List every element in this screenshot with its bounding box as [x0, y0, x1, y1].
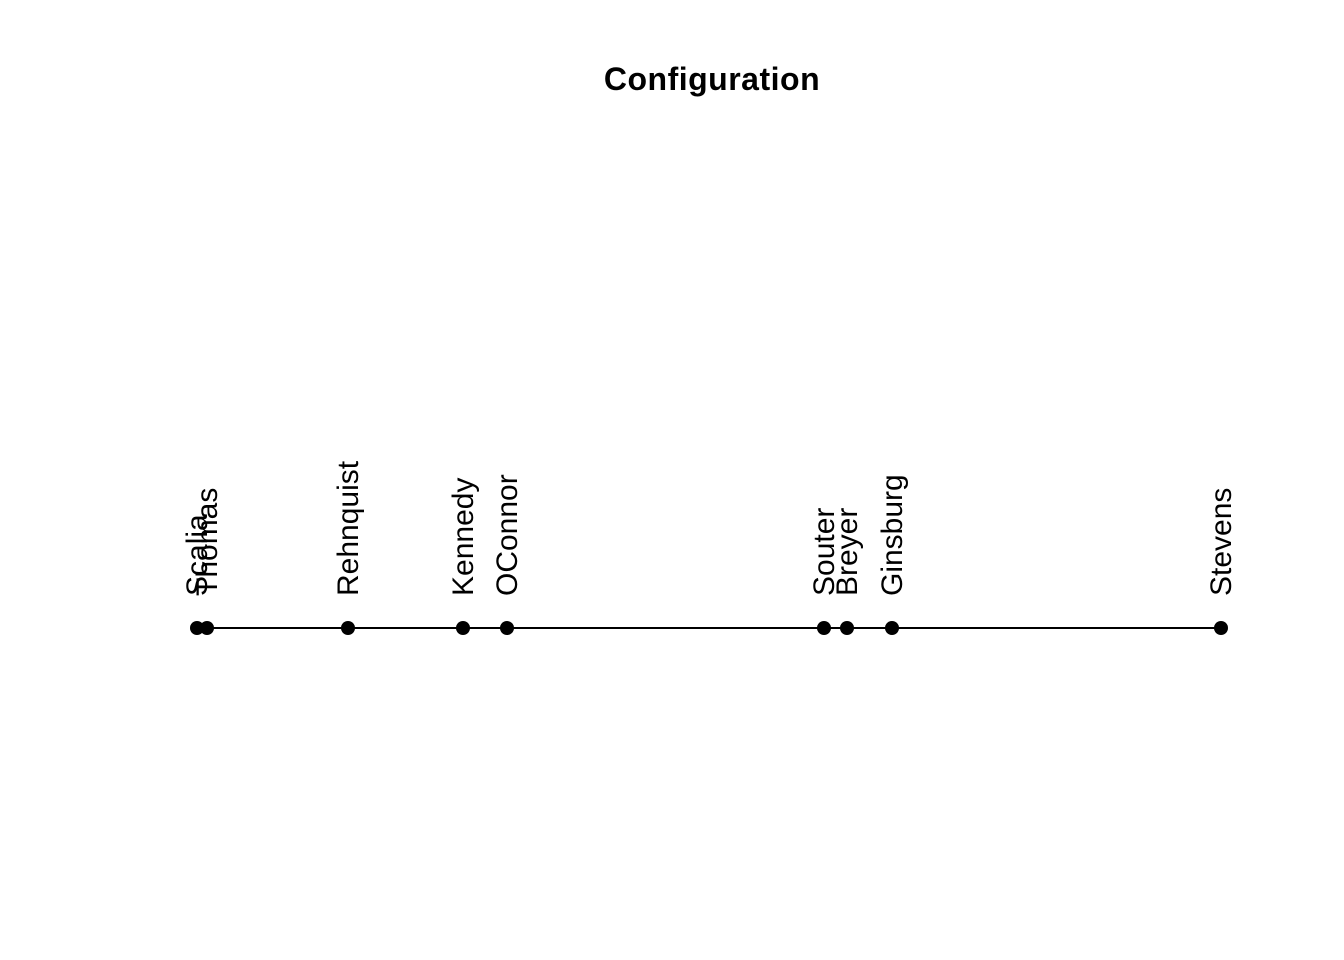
data-point-oconnor	[500, 621, 514, 635]
data-point-ginsburg	[885, 621, 899, 635]
data-point-thomas	[200, 621, 214, 635]
point-label-rehnquist: Rehnquist	[332, 460, 365, 596]
chart-title: Configuration	[603, 61, 821, 97]
point-label-stevens: Stevens	[1205, 487, 1238, 596]
point-label-oconnor: OConnor	[491, 474, 524, 596]
point-label-ginsburg: Ginsburg	[876, 474, 909, 596]
data-point-kennedy	[456, 621, 470, 635]
point-label-breyer: Breyer	[831, 507, 864, 596]
point-label-thomas: Thomas	[191, 487, 224, 596]
data-point-rehnquist	[341, 621, 355, 635]
data-point-souter	[817, 621, 831, 635]
point-label-kennedy: Kennedy	[447, 477, 480, 596]
data-point-breyer	[840, 621, 854, 635]
data-point-stevens	[1214, 621, 1228, 635]
configuration-line	[197, 627, 1221, 629]
